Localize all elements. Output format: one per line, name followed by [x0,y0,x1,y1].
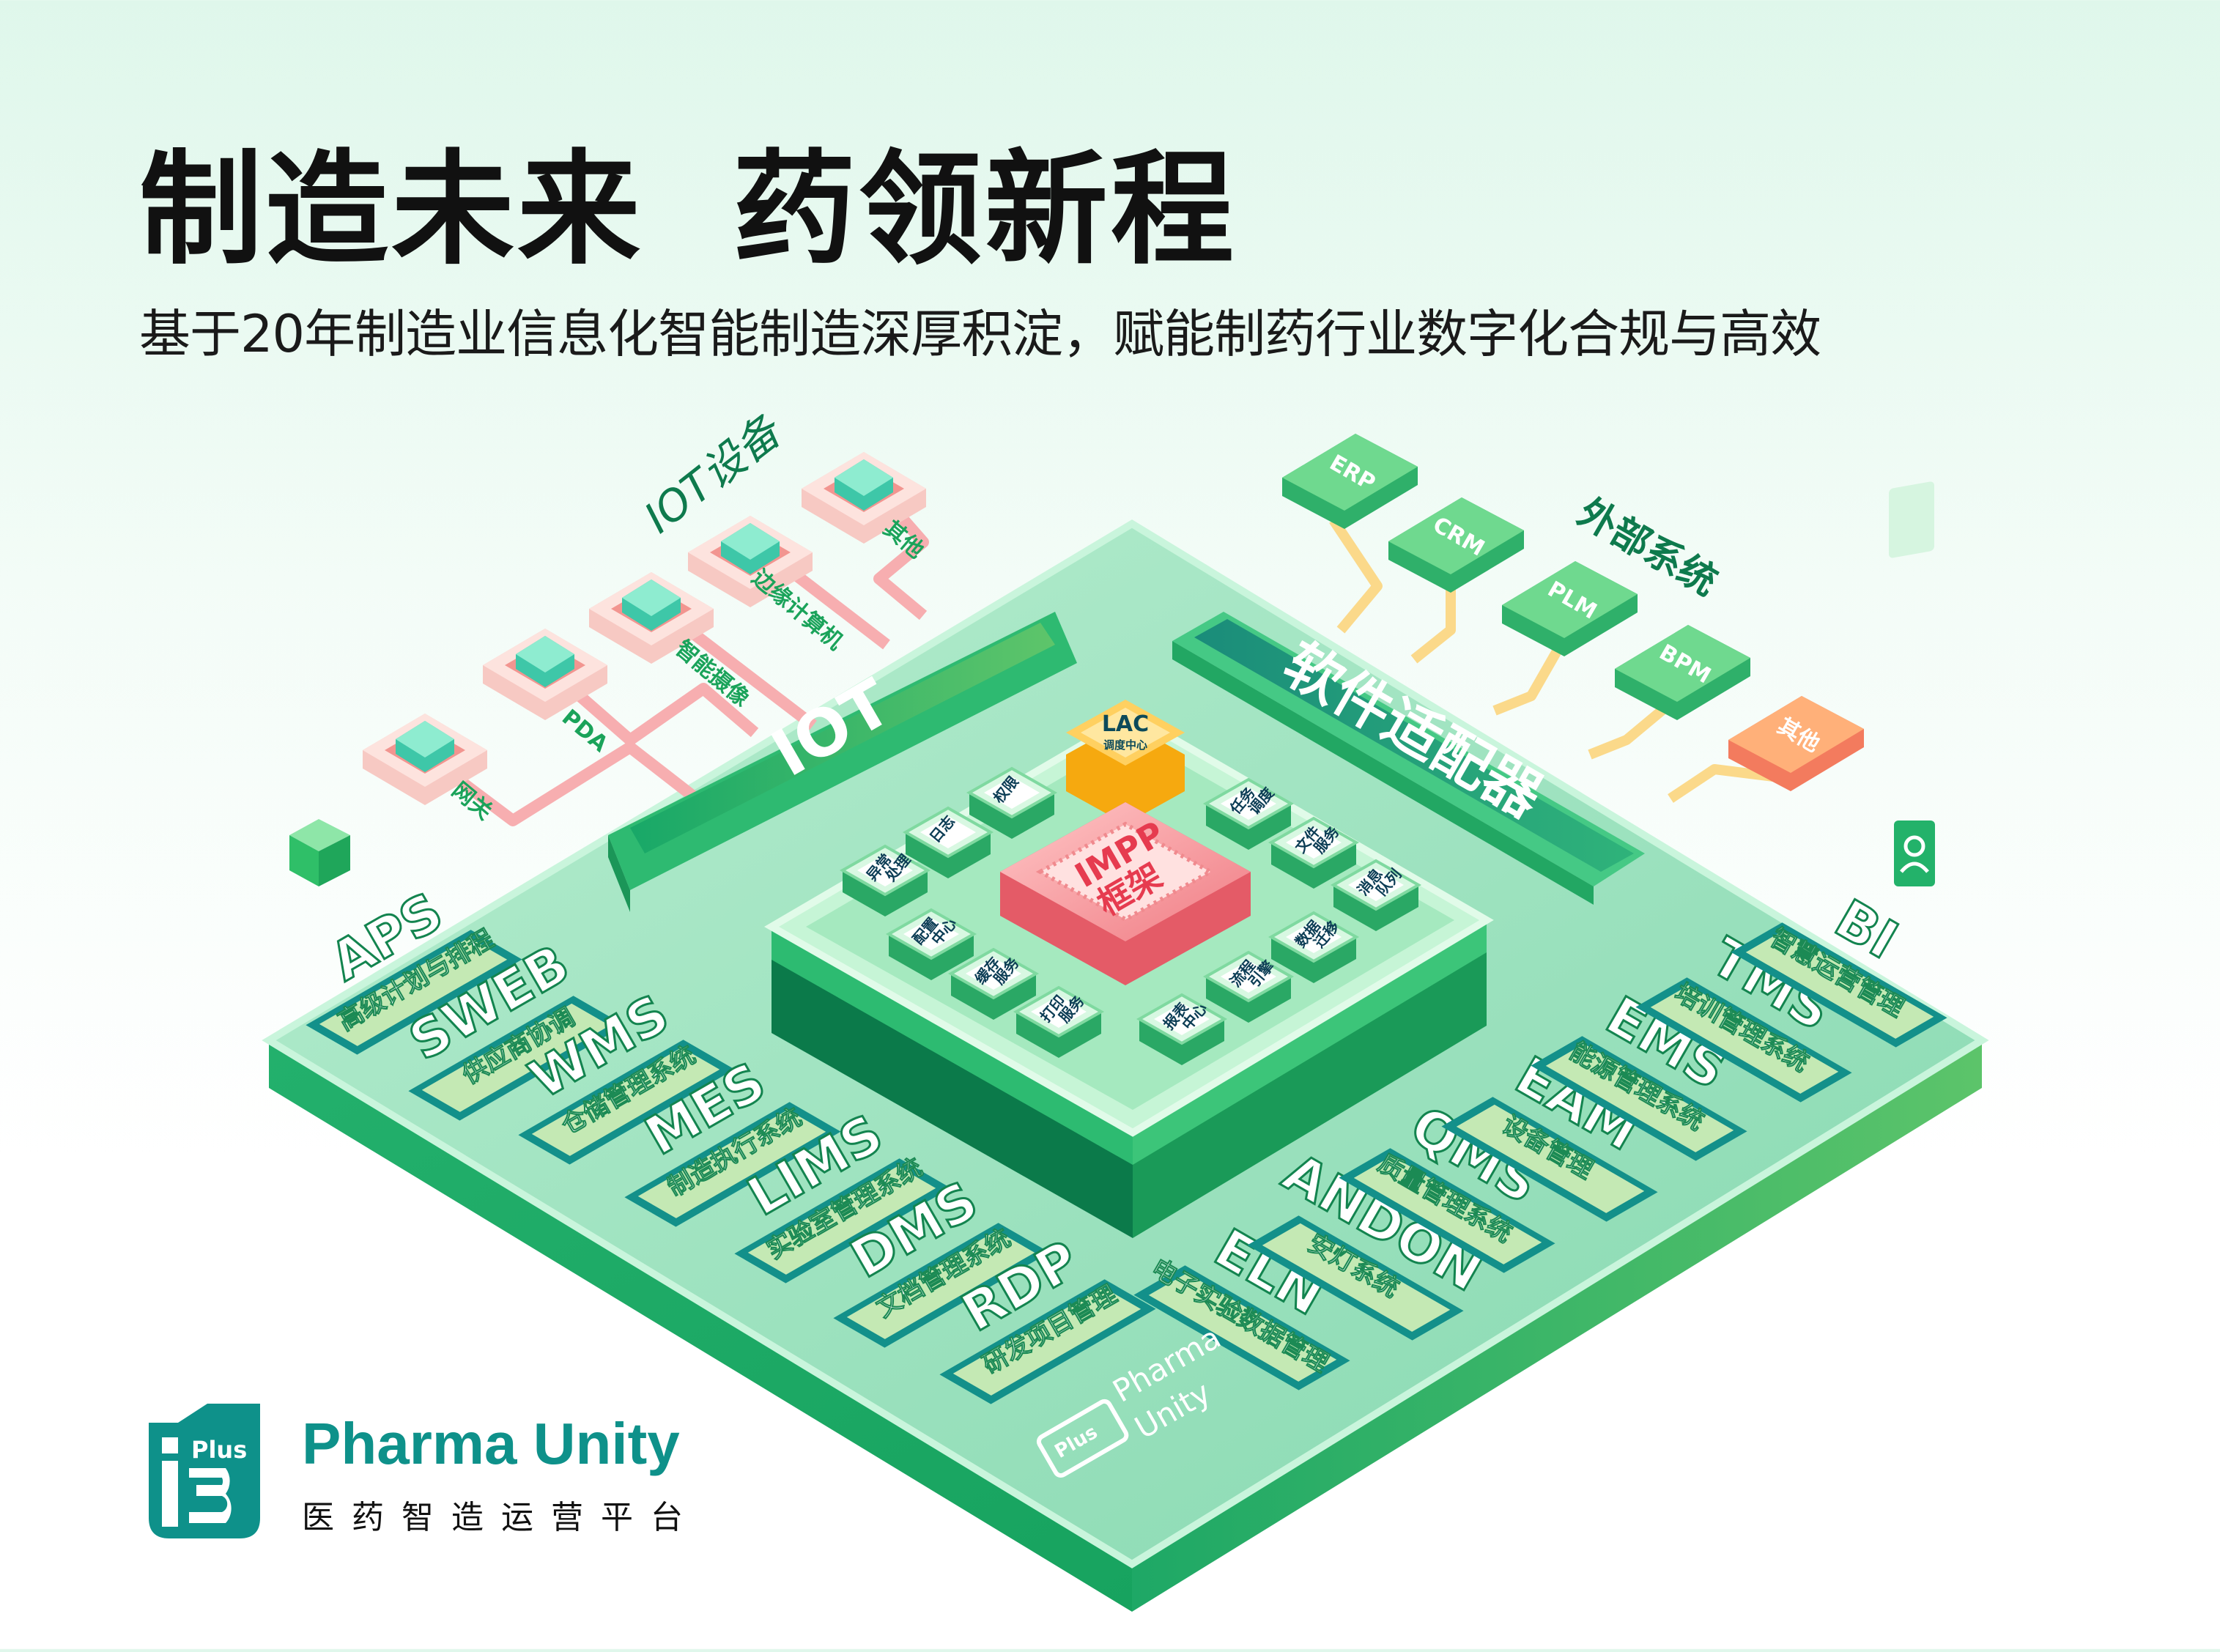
iot-devices-title: IOT设备 [635,405,793,544]
external-connection-lines [1329,517,1774,803]
iot-bar: IOT [608,612,1077,912]
pda-phone-icon [516,636,574,687]
external-system-tab: BPM [1615,625,1750,720]
cube-icon [289,819,350,886]
external-system-tab: ERP [1282,434,1418,529]
external-system-tab: PLM [1502,561,1638,656]
brand-name: Pharma Unity [302,1411,680,1476]
module-chip: 日志 [902,806,994,878]
lac-scheduler-chip: LAC 调度中心 [1066,700,1185,824]
software-adapter-bar: 软件适配器 [1172,612,1645,905]
module-chip: 权限 [966,766,1058,839]
headline-part-2: 药领新程 [733,138,1237,281]
iot-device: 网关 [363,714,497,825]
iot-device: 边缘计算机 [688,516,848,655]
framework-modules: 权限日志异常处理配置中心缓存服务打印服务报表中心流程引擎数据迁移消息队列文件服务… [839,766,1422,1065]
logo-plus-text: Plus [191,1436,247,1464]
lac-label: LAC [1102,711,1149,737]
server-stack-icon [835,459,893,511]
brand-logo: Plus [149,1401,260,1538]
brand-tagline: 医药智造运营平台 [302,1499,700,1536]
iot-connection-lines [451,508,929,826]
headline-part-1: 制造未来 [139,138,643,281]
headline-subtitle: 基于20年制造业信息化智能制造深厚积淀，赋能制药行业数字化合规与高效 [139,304,1821,364]
user-card-icon [1889,481,1935,886]
iot-device: 其他 [802,452,928,563]
business-systems-right: ELN电子实验数据管理ANDON安灯系统QMS质量管理系统EAM设备管理EMS能… [1133,886,1947,1390]
external-system-tab: CRM [1388,497,1524,593]
router-icon [396,721,454,772]
impp-framework-chip: IMPP 框架 [1000,802,1251,985]
camera-icon [622,579,681,631]
lac-sublabel: 调度中心 [1103,738,1147,752]
business-systems-left: APS高级计划与排程SWEB供应商协调WMS仓储管理系统MES制造执行系统LIM… [306,879,1156,1404]
external-system-tab: 其他 [1728,696,1864,791]
edge-computer-icon [721,523,780,574]
iot-device: PDA [483,629,613,758]
